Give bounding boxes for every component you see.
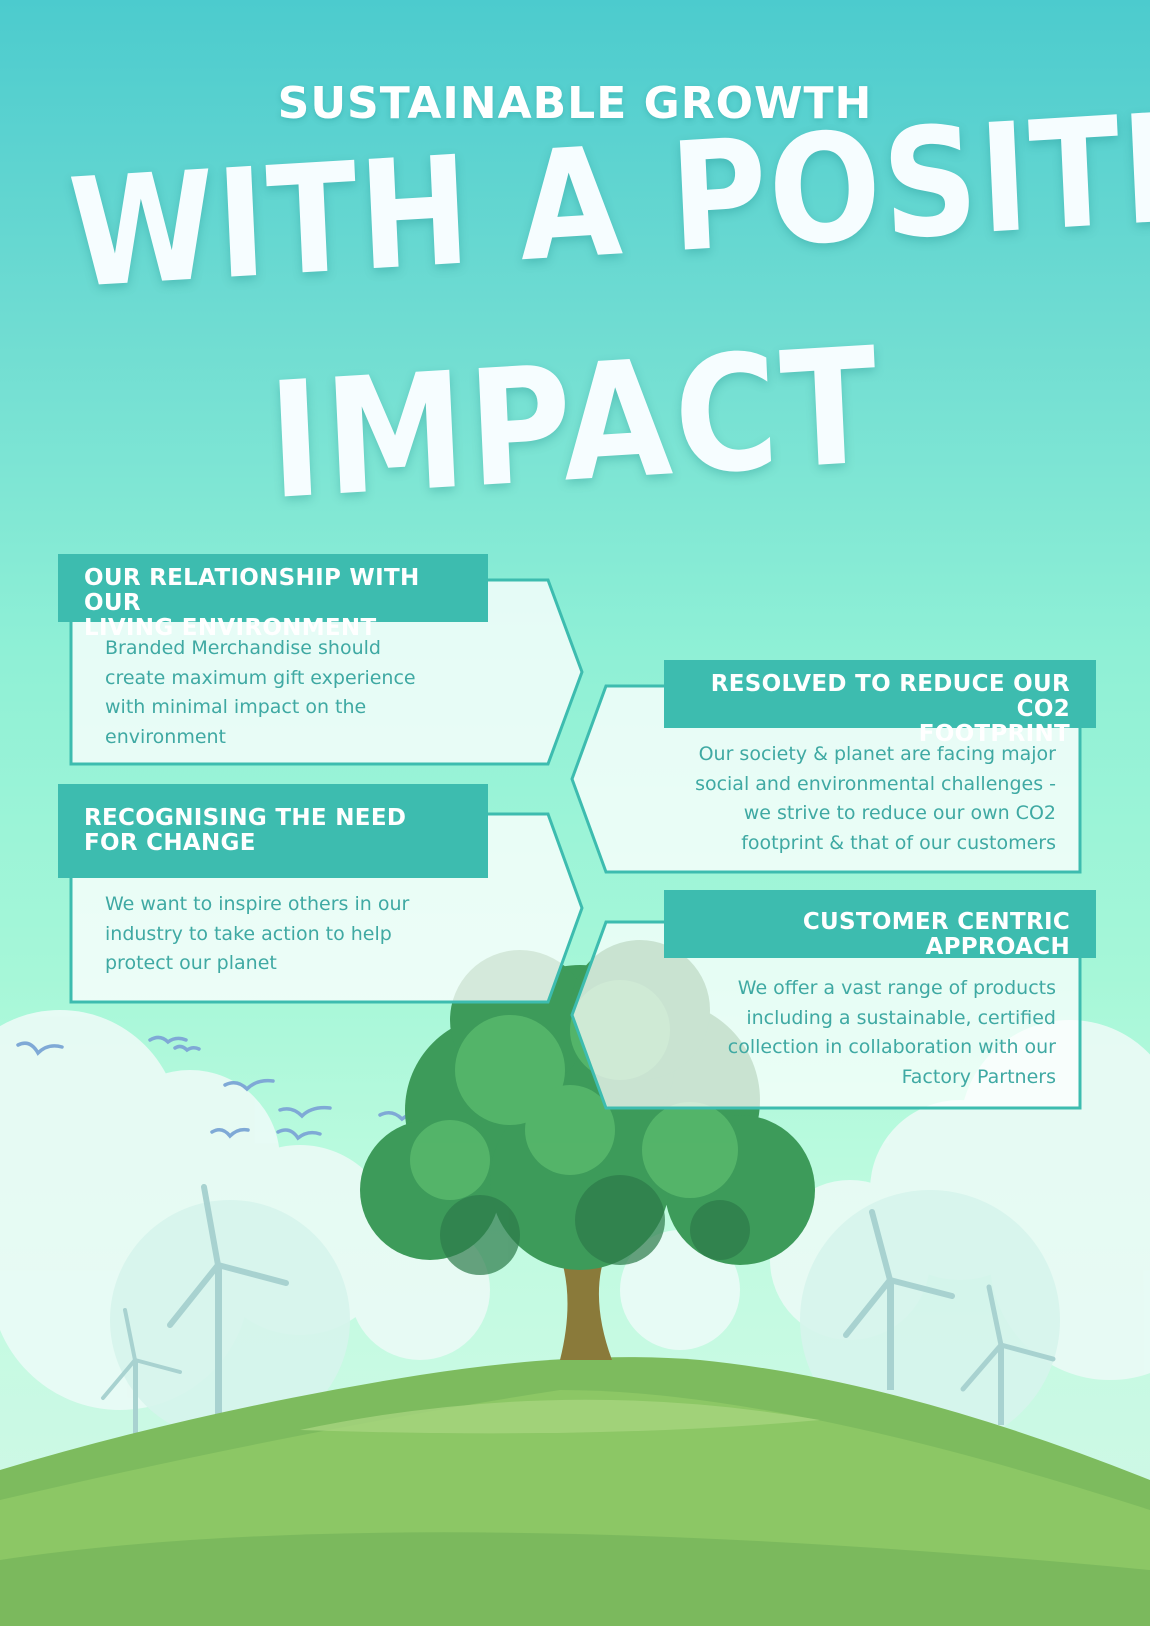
card-title: CUSTOMER CENTRIC APPROACH	[664, 890, 1096, 960]
wind-turbine-icon	[101, 1184, 1056, 1440]
card-body: Our society & planet are facing major so…	[695, 743, 1056, 854]
card-co2-footprint: RESOLVED TO REDUCE OUR CO2 FOOTPRINT Our…	[566, 660, 1096, 876]
card-customer-centric: CUSTOMER CENTRIC APPROACH We offer a vas…	[566, 890, 1096, 1112]
card-living-environment: OUR RELATIONSHIP WITH OUR LIVING ENVIRON…	[58, 554, 588, 768]
hill-icon	[0, 1357, 1150, 1626]
card-title: OUR RELATIONSHIP WITH OUR LIVING ENVIRON…	[58, 554, 488, 641]
card-body: We offer a vast range of products includ…	[727, 977, 1056, 1088]
card-title: RECOGNISING THE NEED FOR CHANGE	[58, 784, 488, 878]
poster-subtitle: SUSTAINABLE GROWTH	[277, 78, 873, 129]
card-body: Branded Merchandise should create maximu…	[105, 637, 416, 748]
card-need-for-change: RECOGNISING THE NEED FOR CHANGE We want …	[58, 784, 588, 1004]
card-body: We want to inspire others in our industr…	[105, 893, 410, 974]
card-title: RESOLVED TO REDUCE OUR CO2 FOOTPRINT	[664, 660, 1096, 747]
